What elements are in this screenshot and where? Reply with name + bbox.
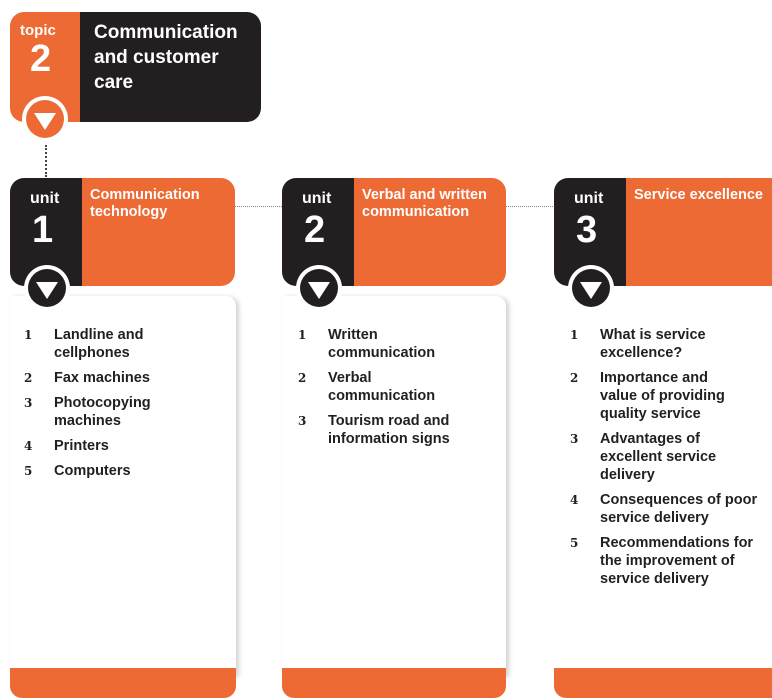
topic-title: Communication and customer care — [94, 22, 238, 93]
topic-label: topic — [20, 22, 56, 39]
down-triangle-icon — [308, 282, 330, 299]
topic-title-block — [80, 12, 261, 122]
unit-1-title: Communication technology — [90, 187, 200, 220]
topic-number: 2 — [30, 38, 52, 80]
topic-connector-line — [45, 145, 47, 177]
unit-1-title-block — [82, 178, 235, 286]
unit-3-footer-bar — [554, 668, 772, 698]
unit-2-title-block — [354, 178, 506, 286]
unit-3-label: unit — [574, 190, 604, 207]
unit-1-number: 1 — [32, 209, 54, 251]
unit-1-label: unit — [30, 190, 60, 207]
unit-1-footer-bar — [10, 668, 236, 698]
unit-2-number: 2 — [304, 209, 326, 251]
unit-2-footer-bar — [282, 668, 506, 698]
down-triangle-icon — [34, 113, 56, 130]
unit-3-title: Service excellence — [634, 187, 763, 203]
unit-1-expand-badge[interactable] — [24, 265, 70, 311]
unit-3-title-block — [626, 178, 772, 286]
unit-3-expand-badge[interactable] — [568, 265, 614, 311]
unit-3-number: 3 — [576, 209, 598, 251]
unit-2-label: unit — [302, 190, 332, 207]
down-triangle-icon — [36, 282, 58, 299]
down-triangle-icon — [580, 282, 602, 299]
unit-2-expand-badge[interactable] — [296, 265, 342, 311]
topic-expand-badge[interactable] — [22, 96, 68, 142]
unit-2-title: Verbal and written communication — [362, 187, 487, 220]
unit-connector-line — [505, 206, 555, 207]
unit-connector-line — [234, 206, 284, 207]
